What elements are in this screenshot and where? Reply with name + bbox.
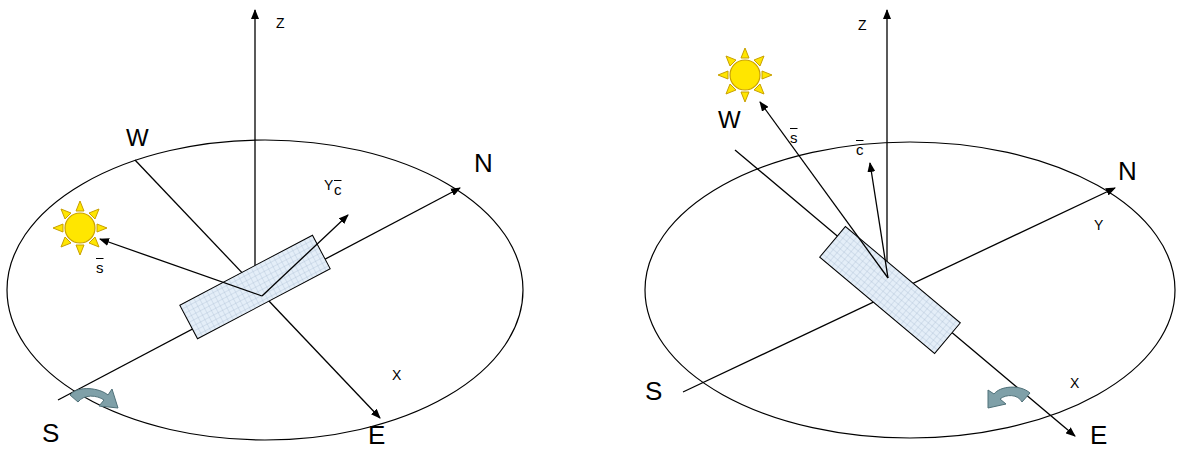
compass-label: N (474, 150, 493, 176)
axis-label: Z (858, 18, 867, 32)
left-diagram (7, 10, 523, 440)
compass-label: W (718, 108, 741, 132)
axis-label: Z (276, 16, 285, 30)
axis-label: X (392, 368, 401, 382)
vector-label: c (334, 180, 342, 197)
compass-label: E (1090, 422, 1107, 448)
axis-label: Y (1094, 218, 1103, 232)
compass-label: S (645, 378, 662, 404)
compass-label: W (126, 126, 149, 150)
compass-label: N (1118, 158, 1137, 184)
vector-label: s (790, 128, 798, 145)
compass-label: S (42, 420, 59, 446)
vector-label: s (96, 258, 104, 275)
compass-label: E (368, 422, 385, 448)
axis-label: Y (324, 178, 333, 192)
right-diagram (645, 10, 1175, 438)
axis-label: X (1070, 376, 1079, 390)
vector-label: c (856, 140, 864, 157)
